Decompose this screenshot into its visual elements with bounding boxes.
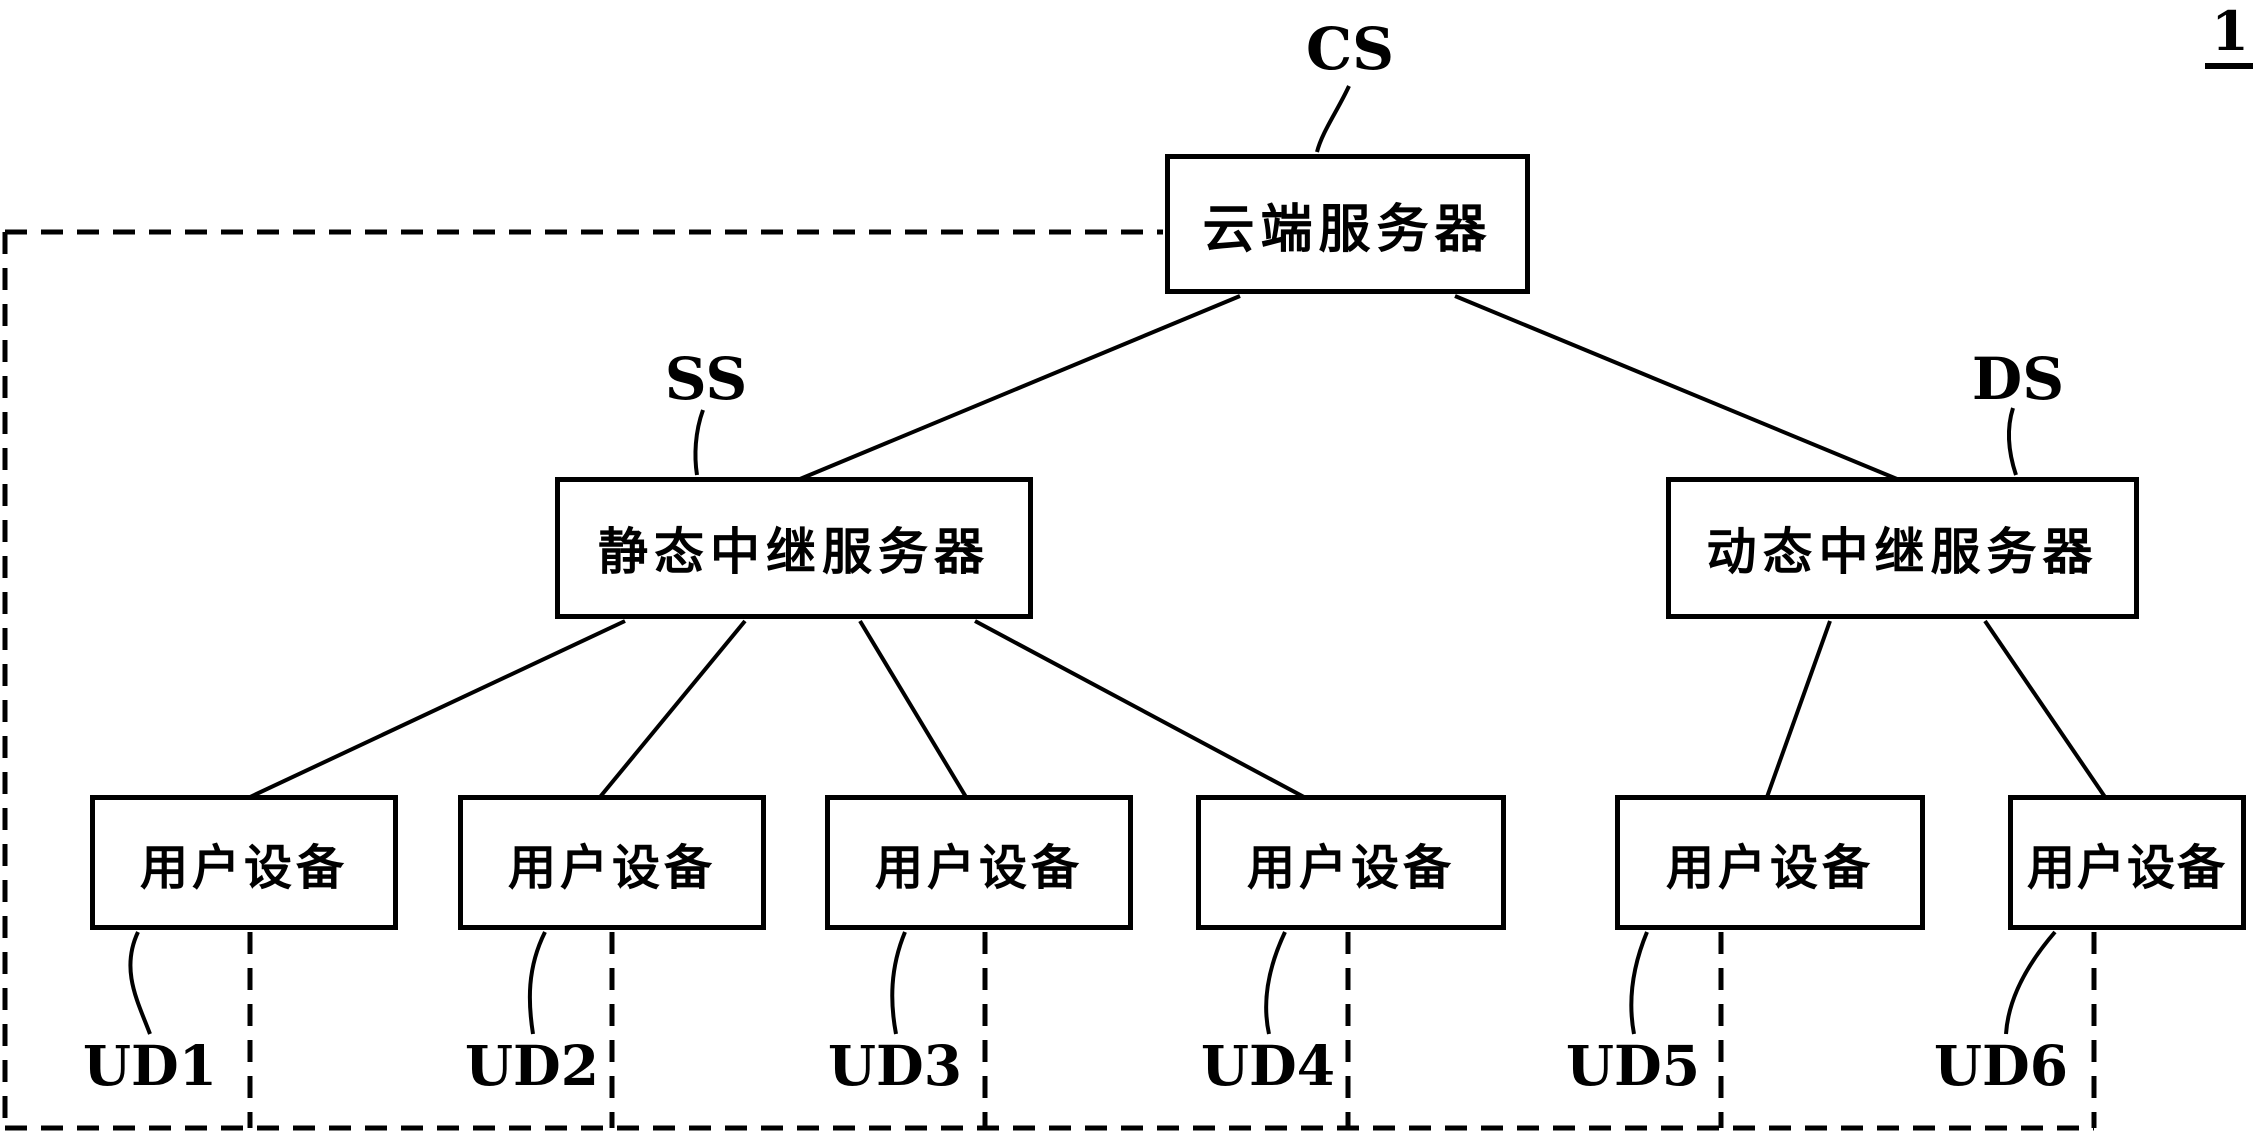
cloud-server-box: 云端服务器 xyxy=(1165,154,1530,294)
cs-ref-label: CS xyxy=(1305,15,1395,83)
ud5-ref-label: UD5 xyxy=(1566,1033,1700,1098)
leader-ud2 xyxy=(527,931,547,1035)
link-cs-ds xyxy=(1454,294,1898,481)
ds-ref-label: DS xyxy=(1971,345,2065,413)
static-relay-server-box: 静态中继服务器 xyxy=(555,477,1033,619)
user-device-box-3: 用户设备 xyxy=(825,795,1133,930)
leader-ud5 xyxy=(1629,931,1649,1035)
leader-ud3 xyxy=(890,931,907,1035)
user-device-box-6: 用户设备 xyxy=(2008,795,2246,930)
ud4-ref-label: UD4 xyxy=(1201,1033,1335,1098)
ud3-ref-label: UD3 xyxy=(828,1033,962,1098)
leader-ud6 xyxy=(2004,930,2057,1035)
link-ds-ud5 xyxy=(1765,620,1832,798)
leader-cs xyxy=(1315,85,1351,153)
leader-ud4 xyxy=(1264,931,1287,1035)
user-device-box-2: 用户设备 xyxy=(458,795,766,930)
user-device-box-4: 用户设备 xyxy=(1196,795,1506,930)
user-device-box-1: 用户设备 xyxy=(90,795,398,930)
link-ss-ud3 xyxy=(858,619,968,799)
dynamic-relay-server-box: 动态中继服务器 xyxy=(1666,477,2139,619)
leader-ds xyxy=(2007,407,2018,476)
leader-ss xyxy=(693,409,705,476)
ud6-ref-label: UD6 xyxy=(1934,1033,2068,1098)
figure-number: 1 xyxy=(2198,4,2253,69)
ud2-ref-label: UD2 xyxy=(465,1033,599,1098)
ss-ref-label: SS xyxy=(664,345,748,413)
link-ss-ud4 xyxy=(974,619,1305,799)
link-ds-ud6 xyxy=(1983,619,2107,799)
link-ss-ud1 xyxy=(249,619,626,799)
link-cs-ss xyxy=(799,294,1241,481)
ud1-ref-label: UD1 xyxy=(83,1033,217,1098)
leader-ud1 xyxy=(128,931,152,1035)
user-device-box-5: 用户设备 xyxy=(1615,795,1925,930)
link-ss-ud2 xyxy=(598,619,747,799)
